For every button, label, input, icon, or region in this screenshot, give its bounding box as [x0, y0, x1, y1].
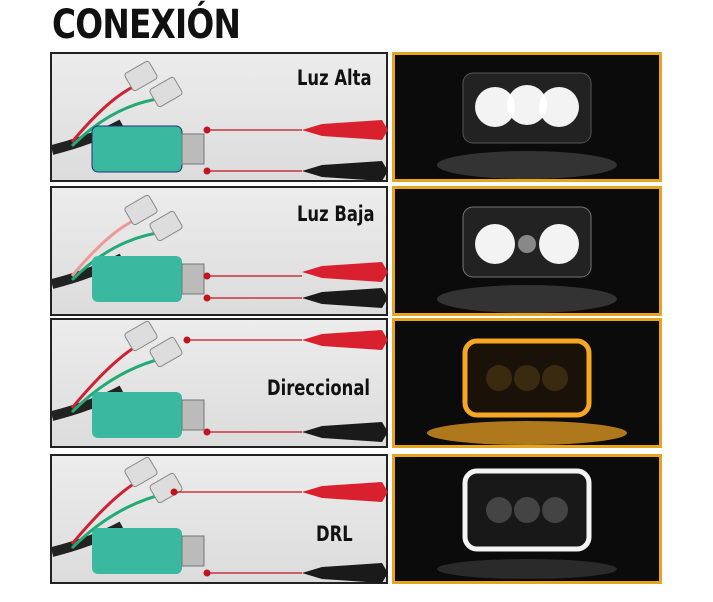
headlight-photo-low: [395, 189, 659, 313]
headlight-photo-turn: [395, 321, 659, 445]
connector-illustration: [52, 194, 388, 308]
panel-low-beam: Luz Baja: [50, 186, 662, 316]
page-title: CONEXIÓN: [52, 2, 241, 48]
wiring-diagram: Luz Alta: [50, 52, 388, 182]
label-luz-alta: Luz Alta: [297, 66, 372, 90]
connector-illustration: [52, 60, 388, 181]
connector-illustration: [52, 320, 388, 442]
panel-high-beam: Luz Alta: [50, 52, 662, 182]
label-luz-baja: Luz Baja: [297, 202, 375, 226]
panel-turn-signal: Direccional: [50, 318, 662, 448]
label-drl: DRL: [316, 522, 353, 546]
headlight-photo-high: [395, 55, 659, 179]
label-direccional: Direccional: [267, 376, 371, 400]
headlight-photo-drl: [395, 457, 659, 581]
photo-frame: [392, 454, 662, 584]
wiring-diagram: Direccional: [50, 318, 388, 448]
photo-frame: [392, 318, 662, 448]
wiring-diagram: Luz Baja: [50, 186, 388, 316]
panel-drl: DRL: [50, 454, 662, 584]
connector-illustration: [52, 456, 388, 583]
wiring-diagram: DRL: [50, 454, 388, 584]
photo-frame: [392, 52, 662, 182]
photo-frame: [392, 186, 662, 316]
